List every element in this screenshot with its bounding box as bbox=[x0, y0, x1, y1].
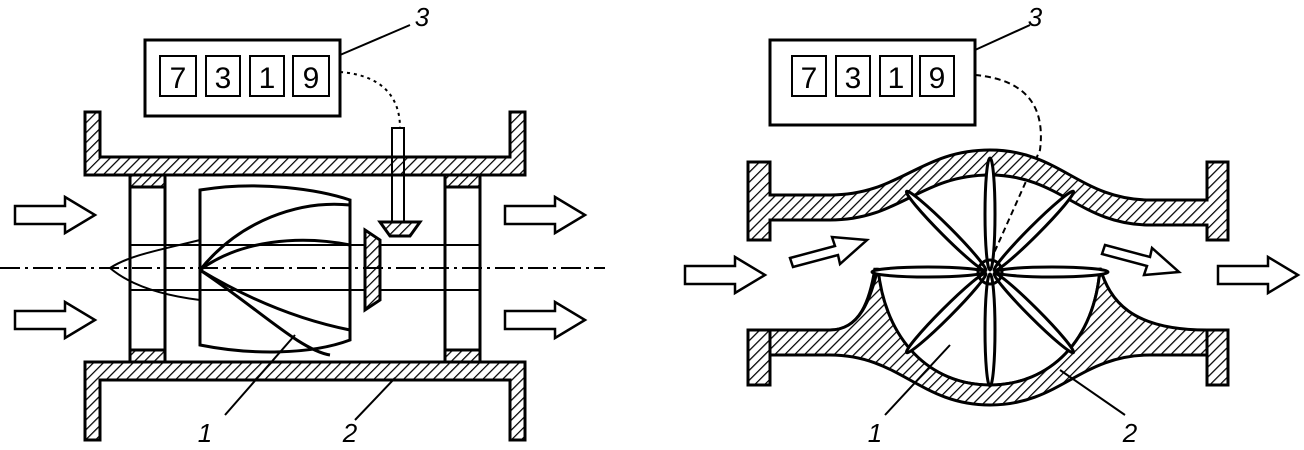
digit: 9 bbox=[929, 62, 946, 95]
digit: 1 bbox=[259, 62, 276, 95]
digit: 7 bbox=[170, 62, 187, 95]
wheel-blade bbox=[983, 272, 997, 388]
turbine-meter: 7 3 1 9 bbox=[0, 2, 605, 448]
wheel-blade bbox=[870, 265, 986, 279]
digit: 9 bbox=[303, 62, 320, 95]
paddle-wheel bbox=[870, 156, 1110, 388]
label-counter: 3 bbox=[415, 2, 430, 32]
inflow-arrow-icon bbox=[13, 194, 98, 236]
inflow-arrow-icon bbox=[13, 299, 98, 341]
digit: 3 bbox=[845, 62, 862, 95]
digit: 3 bbox=[215, 62, 232, 95]
label-rotor: 1 bbox=[198, 418, 212, 448]
wheel-blade bbox=[992, 189, 1076, 273]
bottom-wall bbox=[83, 360, 527, 442]
wheel-blade bbox=[904, 189, 988, 273]
wheel-blade bbox=[983, 156, 997, 272]
counter-display: 7 3 1 9 bbox=[143, 38, 342, 118]
flow-arrow-icon bbox=[788, 235, 871, 269]
digit: 7 bbox=[801, 62, 818, 95]
leader-line bbox=[339, 24, 411, 56]
turbine-rotor bbox=[108, 184, 352, 357]
counter-display: 7 3 1 9 bbox=[768, 38, 977, 127]
signal-link bbox=[339, 71, 401, 129]
bottom-wall bbox=[768, 267, 1209, 407]
label-wheel: 1 bbox=[868, 418, 882, 448]
label-counter: 3 bbox=[1028, 2, 1043, 32]
outflow-arrow-icon bbox=[503, 194, 588, 236]
top-wall bbox=[746, 148, 1230, 242]
label-body: 2 bbox=[342, 418, 358, 448]
outflow-arrow-icon bbox=[503, 299, 588, 341]
label-body: 2 bbox=[1122, 418, 1138, 448]
wheel-blade bbox=[904, 271, 988, 355]
inflow-arrow-icon bbox=[683, 254, 768, 296]
top-wall bbox=[83, 110, 527, 177]
paddle-wheel-meter: 7 3 1 9 1 2 3 bbox=[683, 2, 1301, 448]
flow-arrow-icon bbox=[1100, 243, 1183, 277]
wheel-blade bbox=[994, 265, 1110, 279]
wheel-blade bbox=[992, 271, 1076, 355]
outflow-arrow-icon bbox=[1216, 254, 1301, 296]
digit: 1 bbox=[888, 62, 905, 95]
